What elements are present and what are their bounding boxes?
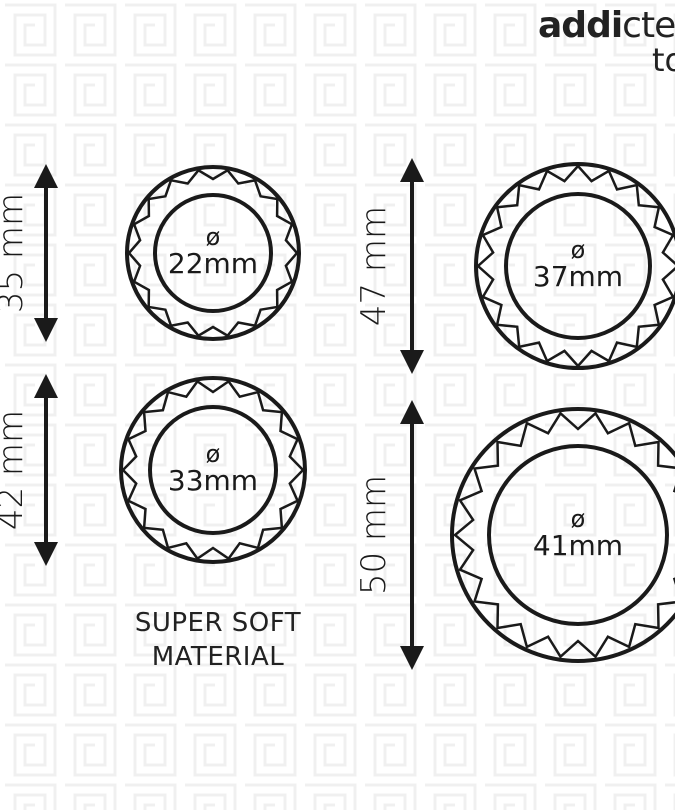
diameter-symbol-medium-small: ø <box>206 440 221 468</box>
ring-facets-small <box>127 168 299 338</box>
height-label-small: 35 mm <box>0 193 31 313</box>
brand-logo-line2: to <box>652 41 675 79</box>
inner-diameter-large: 41mm <box>533 529 623 562</box>
ring-inner-small <box>153 193 273 313</box>
height-label-medium-large: 47 mm <box>354 206 394 326</box>
caption-line-1: SUPER SOFT <box>134 608 302 638</box>
ring-large: 50 mm ø 41mm <box>354 400 675 670</box>
ring-inner-medium-small <box>148 405 278 535</box>
ring-inner-medium-large <box>504 192 652 340</box>
height-label-medium-small: 42 mm <box>0 410 31 530</box>
caption-line-2: MATERIAL <box>151 642 285 672</box>
diameter-symbol-medium-large: ø <box>571 236 586 264</box>
inner-diameter-medium-large: 37mm <box>533 260 623 293</box>
ring-outer-large <box>450 407 675 663</box>
diameter-symbol-large: ø <box>571 505 586 533</box>
ring-medium-large: 47 mm ø 37mm <box>354 158 675 374</box>
ring-outer-medium-small <box>119 376 307 564</box>
ring-facets-medium-small <box>121 379 305 561</box>
inner-diameter-medium-small: 33mm <box>168 464 258 497</box>
inner-diameter-small: 22mm <box>168 247 258 280</box>
ring-outer-small <box>125 165 301 341</box>
material-caption: SUPER SOFT MATERIAL <box>118 606 318 674</box>
diameter-symbol-small: ø <box>206 223 221 251</box>
ring-facets-medium-large <box>476 164 675 368</box>
ring-small: 35 mm ø 22mm <box>0 164 301 342</box>
ring-inner-large <box>487 444 669 626</box>
ring-facets-large <box>453 411 675 659</box>
ring-medium-small: 42 mm ø 33mm <box>0 374 307 566</box>
ring-outer-medium-large <box>474 162 675 370</box>
brand-logo: addicte <box>538 5 675 46</box>
height-label-large: 50 mm <box>354 475 394 595</box>
